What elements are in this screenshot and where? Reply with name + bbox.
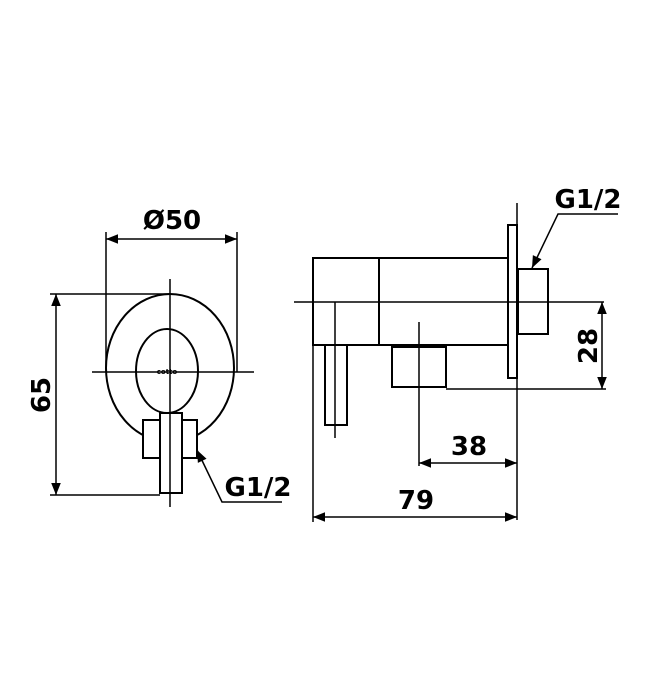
side-lever: [324, 344, 348, 426]
diameter-label: Ø50: [143, 206, 201, 236]
thread-leader: [196, 449, 282, 503]
lever: [159, 412, 183, 494]
front-thread-label: G1/2: [224, 473, 291, 503]
offset-label: 28: [574, 328, 604, 364]
side-thread-label: G1/2: [554, 185, 621, 215]
side-view: 28 38 79 G1/2: [294, 185, 622, 522]
height-label: 65: [27, 377, 57, 413]
side-thread-leader: [531, 213, 618, 269]
total-depth-label: 79: [398, 486, 434, 516]
outlet-depth-label: 38: [451, 432, 487, 462]
front-view: cotto Ø50 65 G1/2: [27, 206, 292, 507]
